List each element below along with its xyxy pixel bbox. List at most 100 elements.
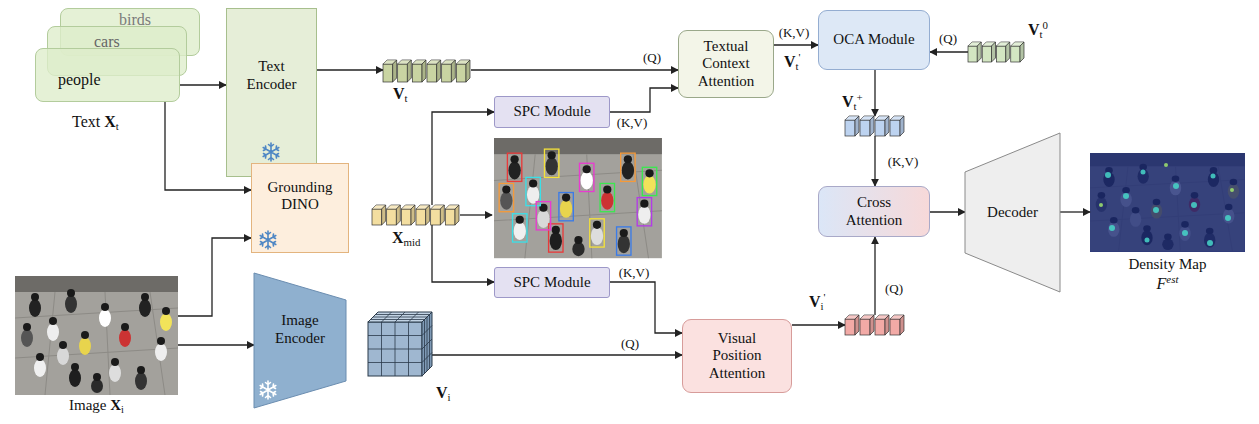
node-text: people bbox=[58, 71, 101, 89]
connector bbox=[930, 51, 968, 52]
node-text: Density Map bbox=[1090, 256, 1245, 273]
connector bbox=[874, 237, 875, 315]
connector bbox=[432, 225, 494, 282]
module-box: SPC Module bbox=[494, 267, 610, 298]
module-box: SPC Module bbox=[494, 96, 610, 128]
edge-label: (Q) bbox=[641, 51, 663, 64]
node-text: Image Encoder bbox=[266, 312, 334, 347]
snowflake-icon bbox=[260, 381, 276, 399]
snowflake-icon bbox=[263, 143, 279, 161]
connector bbox=[432, 112, 494, 205]
text-part: est bbox=[1166, 273, 1178, 285]
text-part: X bbox=[392, 229, 404, 246]
node-text: Textual Context Attention bbox=[682, 38, 770, 90]
node-text: Text Encoder bbox=[238, 58, 306, 93]
tensor-drawing bbox=[368, 312, 432, 376]
connector bbox=[471, 69, 678, 70]
text-part: t bbox=[1040, 28, 1043, 40]
tensor-drawing bbox=[968, 42, 1025, 62]
edge-label: (Q) bbox=[883, 282, 905, 295]
tensor-glyph: Vi' bbox=[845, 315, 905, 335]
node-text: SPC Module bbox=[510, 274, 593, 291]
input-label: Text Xt bbox=[72, 113, 119, 133]
connector bbox=[432, 354, 682, 355]
node-text: Vi bbox=[436, 384, 451, 404]
connector bbox=[774, 44, 818, 45]
node-text: Vt bbox=[393, 85, 408, 105]
tensor-glyph: Xmid bbox=[372, 205, 460, 225]
node-text: Visual Position Attention bbox=[696, 330, 778, 382]
detection-photo bbox=[494, 138, 662, 258]
module-box: OCA Module bbox=[818, 10, 930, 70]
node-text: Decoder bbox=[984, 204, 1041, 221]
connector bbox=[317, 69, 383, 70]
text-part: ' bbox=[799, 51, 801, 63]
attention-box: Textual Context Attention bbox=[678, 30, 774, 98]
node-text: cars bbox=[94, 33, 120, 51]
tensor-glyph: Vt+ bbox=[845, 116, 905, 136]
tensor-drawing bbox=[845, 315, 905, 335]
edge-label: (K,V) bbox=[617, 266, 652, 279]
detection-arrow bbox=[460, 214, 492, 215]
text-part: V bbox=[784, 53, 796, 70]
tensor-glyph: Vt bbox=[383, 60, 471, 82]
tensor-drawing bbox=[383, 60, 471, 82]
edge-label: (K,V) bbox=[615, 116, 650, 129]
text-prompt-card: people bbox=[35, 48, 180, 102]
tensor-cube: Vi bbox=[368, 312, 432, 376]
edge-label: (K,V) bbox=[886, 155, 921, 168]
text-part: V bbox=[809, 293, 821, 310]
connector bbox=[874, 136, 875, 186]
text-part: Text bbox=[72, 113, 104, 130]
connector bbox=[610, 282, 682, 333]
text-part: t bbox=[854, 100, 857, 112]
node-text: Grounding DINO bbox=[256, 179, 344, 214]
text-part: F bbox=[1157, 275, 1167, 292]
node-text: Vi' bbox=[809, 292, 826, 313]
node-text: Vt0 bbox=[1028, 20, 1048, 41]
text-part: 0 bbox=[1043, 19, 1048, 31]
node-text: OCA Module bbox=[830, 31, 917, 48]
snowflake-icon bbox=[260, 231, 276, 249]
tensor-drawing bbox=[372, 205, 460, 225]
density-map-image bbox=[1090, 153, 1245, 252]
decoder-trapezoid: Decoder bbox=[965, 133, 1060, 292]
node-text: birds bbox=[119, 11, 151, 29]
connector bbox=[930, 211, 965, 212]
edge-label: (Q) bbox=[937, 32, 959, 45]
text-part: i bbox=[121, 404, 124, 415]
text-part: mid bbox=[404, 236, 421, 248]
connector bbox=[610, 88, 678, 112]
attention-box: Visual Position Attention bbox=[682, 319, 792, 393]
node-text: Fest bbox=[1090, 274, 1245, 293]
text-part: + bbox=[857, 91, 863, 103]
text-part: t bbox=[405, 92, 408, 104]
text-part: i bbox=[448, 391, 451, 403]
node-text: Vt+ bbox=[842, 92, 863, 113]
text-part: i bbox=[821, 300, 824, 312]
connector bbox=[178, 238, 251, 316]
input-photo bbox=[15, 276, 178, 395]
text-part: X bbox=[104, 113, 116, 130]
text-part: V bbox=[393, 85, 405, 102]
connector bbox=[178, 344, 254, 345]
tensor-glyph: Vt0 bbox=[968, 42, 1025, 62]
connector bbox=[180, 84, 226, 85]
text-part: X bbox=[110, 397, 121, 413]
text-part: V bbox=[1028, 21, 1040, 38]
text-part: t bbox=[116, 120, 119, 132]
text-part: Image bbox=[69, 397, 110, 413]
connector bbox=[792, 324, 845, 325]
connector bbox=[874, 70, 875, 116]
edge-label: (Q) bbox=[619, 337, 641, 350]
input-image: Image Xi bbox=[15, 276, 178, 394]
attention-box: Cross Attention bbox=[818, 186, 930, 237]
node-text: SPC Module bbox=[510, 103, 593, 120]
density-map: Density MapFest bbox=[1090, 153, 1245, 252]
connector bbox=[1060, 211, 1090, 212]
tensor-drawing bbox=[845, 116, 905, 136]
tensor-label: Vt' bbox=[784, 52, 801, 73]
